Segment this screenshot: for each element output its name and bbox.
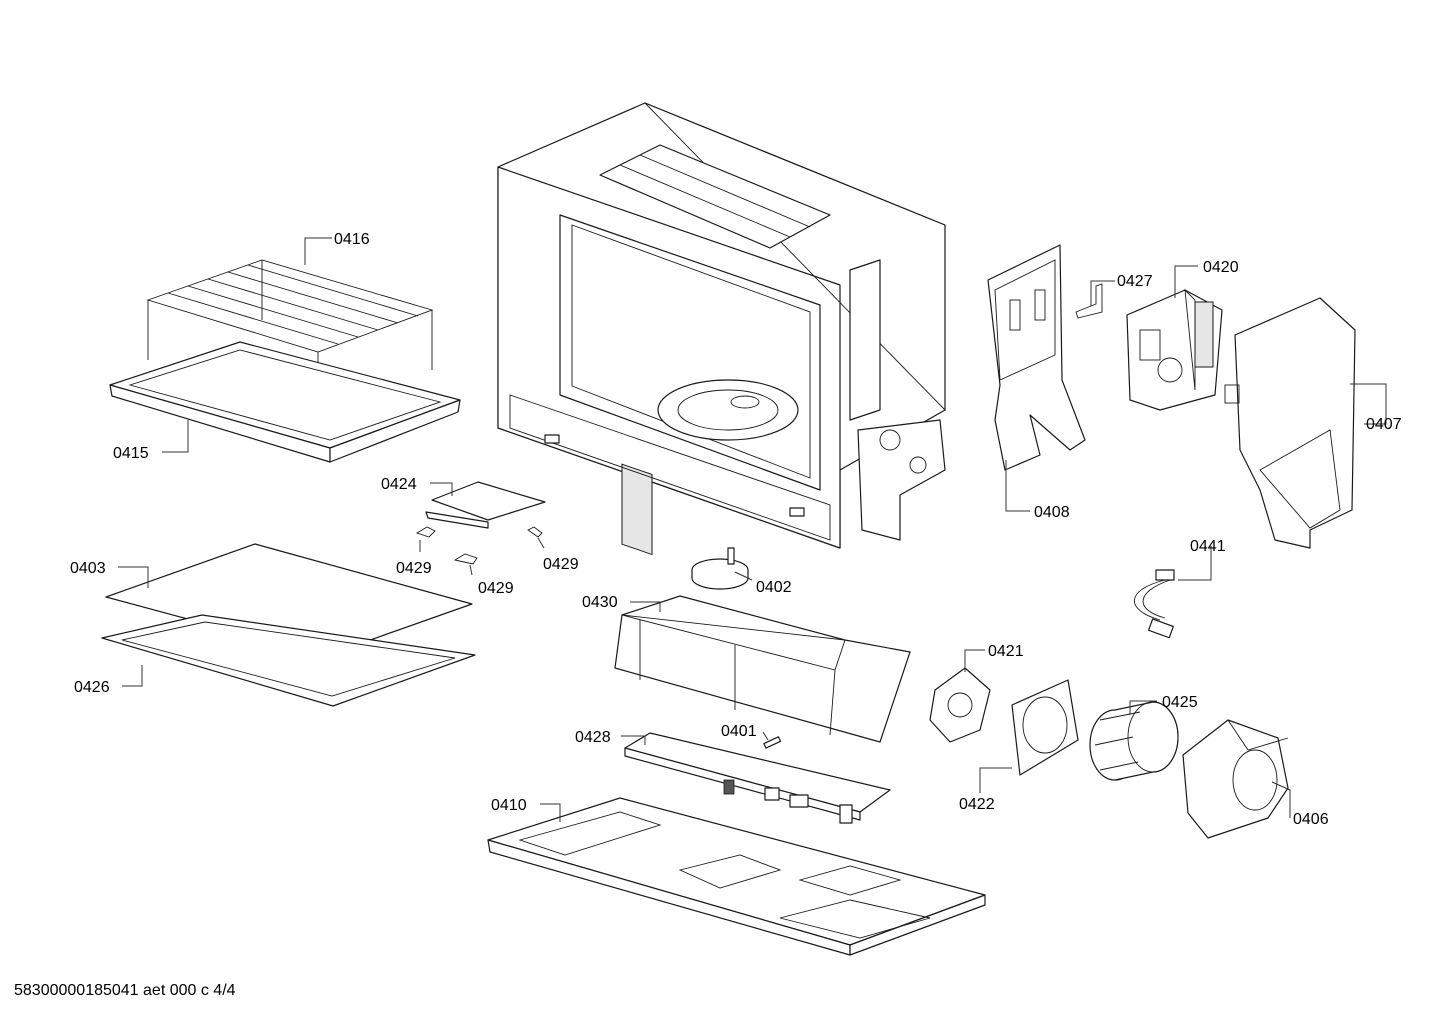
fan-motor [929, 667, 991, 743]
wire-harness [1133, 569, 1175, 639]
baking-tray [109, 341, 461, 463]
blower-housing [1182, 719, 1289, 839]
callout-leaders [118, 237, 1387, 822]
callout-0401: 0401 [721, 723, 757, 740]
base-plate [487, 797, 986, 956]
callout-0429-middle: 0429 [478, 580, 514, 597]
turntable-motor [691, 547, 749, 590]
fan-housing [1224, 297, 1356, 549]
callout-0403: 0403 [70, 560, 106, 577]
fan-wheel [1089, 701, 1179, 781]
callout-0416: 0416 [334, 231, 370, 248]
mounting-clips [415, 526, 543, 565]
electronics-cover [614, 595, 911, 743]
document-code: 58300000185041 aet 000 c 4/4 [14, 982, 236, 999]
wire-rack [146, 259, 434, 410]
power-module [1126, 288, 1223, 411]
callout-0424: 0424 [381, 476, 417, 493]
callout-0427: 0427 [1117, 273, 1153, 290]
callout-0426: 0426 [74, 679, 110, 696]
control-circuit-board [624, 732, 891, 824]
cavity-vent-grille [621, 463, 653, 556]
motor-bracket [1011, 679, 1079, 776]
callout-0430: 0430 [582, 594, 618, 611]
callout-0428: 0428 [575, 729, 611, 746]
callout-0429-right: 0429 [543, 556, 579, 573]
callout-0422: 0422 [959, 796, 995, 813]
air-duct [987, 244, 1086, 471]
callout-0441: 0441 [1190, 538, 1226, 555]
small-bracket [1075, 283, 1103, 319]
door-seal-frame [101, 614, 476, 707]
callout-labels: 0416 0415 0424 0429 0429 0429 0403 0426 … [70, 231, 1402, 828]
callout-0425: 0425 [1162, 694, 1198, 711]
callout-0410: 0410 [491, 797, 527, 814]
callout-0421: 0421 [988, 643, 1024, 660]
fuse [763, 736, 782, 749]
callout-0408: 0408 [1034, 504, 1070, 521]
turntable-support [425, 481, 546, 529]
callout-0429-left: 0429 [396, 560, 432, 577]
callout-0406: 0406 [1293, 811, 1329, 828]
callout-0420: 0420 [1203, 259, 1239, 276]
callout-0407: 0407 [1366, 416, 1402, 433]
callout-0402: 0402 [756, 579, 792, 596]
callout-0415: 0415 [113, 445, 149, 462]
oven-cavity-housing [497, 102, 946, 556]
